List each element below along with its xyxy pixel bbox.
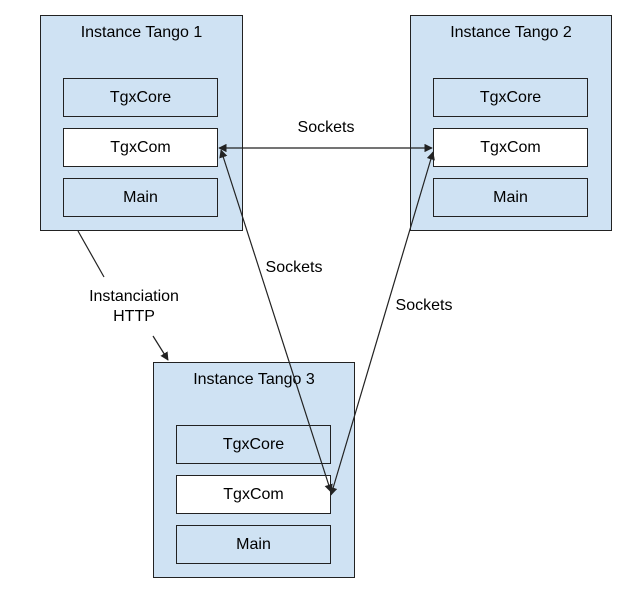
module-tgxcom: TgxCom: [63, 128, 218, 167]
module-tgxcore: TgxCore: [433, 78, 588, 117]
instanciation-arrow: [152, 335, 169, 361]
instance-title: Instance Tango 2: [450, 24, 572, 41]
module-main: Main: [433, 178, 588, 217]
sockets-1-3-arrow: [219, 149, 333, 493]
module-tgxcom: TgxCom: [433, 128, 588, 167]
module-main: Main: [63, 178, 218, 217]
module-main: Main: [176, 525, 331, 564]
sockets-2-3-arrow: [329, 151, 435, 496]
instanciation-label-line2: HTTP: [113, 308, 155, 325]
instance-title: Instance Tango 1: [80, 24, 203, 41]
instanciation-line-top: [77, 230, 105, 278]
instance-tango-2: Instance Tango 2 TgxCore TgxCom Main: [410, 15, 612, 231]
sockets-label-1-3: Sockets: [265, 259, 323, 276]
module-tgxcore: TgxCore: [63, 78, 218, 117]
instanciation-label-line1: Instanciation: [89, 288, 179, 305]
sockets-label-1-2: Sockets: [297, 119, 355, 136]
sockets-label-2-3: Sockets: [395, 297, 453, 314]
instanciation-label: Instanciation HTTP: [74, 287, 194, 327]
instance-tango-1: Instance Tango 1 TgxCore TgxCom Main: [40, 15, 243, 231]
